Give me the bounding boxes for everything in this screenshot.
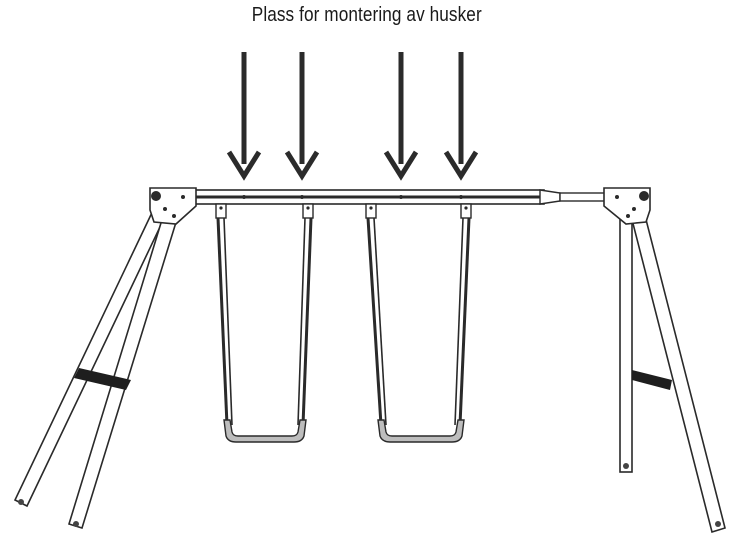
swing-hook xyxy=(302,203,314,219)
right-front-leg xyxy=(627,198,726,534)
down-arrow-icon xyxy=(226,52,262,181)
swing-chain xyxy=(223,217,233,426)
right-a-frame xyxy=(619,198,726,534)
left-brace-band xyxy=(74,368,131,390)
swing-seat-icon xyxy=(365,203,472,443)
swing-chain xyxy=(216,217,229,426)
right-brace-band xyxy=(632,370,672,390)
swing-chain xyxy=(301,217,313,426)
right-rear-leg xyxy=(619,203,633,473)
left-a-frame xyxy=(13,198,182,529)
right-corner-bracket xyxy=(603,187,651,225)
diagram-title: Plass for montering av husker xyxy=(251,4,482,26)
swing-hook xyxy=(365,203,377,219)
swing-seat-icon xyxy=(215,203,314,443)
top-beam xyxy=(157,189,637,205)
mounting-arrows xyxy=(226,52,479,181)
beam-taper xyxy=(539,189,561,205)
swing-chain xyxy=(454,217,464,426)
down-arrow-icon xyxy=(284,52,320,181)
swing-chain xyxy=(373,217,387,426)
left-corner-bracket xyxy=(149,187,197,225)
swing-chain xyxy=(366,217,383,426)
down-arrow-icon xyxy=(443,52,479,181)
down-arrow-icon xyxy=(383,52,419,181)
swing-seat xyxy=(223,419,307,443)
swing-seat xyxy=(377,419,465,443)
swing-hook xyxy=(460,203,472,219)
swing-hook xyxy=(215,203,227,219)
swing-chain xyxy=(297,217,306,426)
swing-chain xyxy=(458,217,471,426)
